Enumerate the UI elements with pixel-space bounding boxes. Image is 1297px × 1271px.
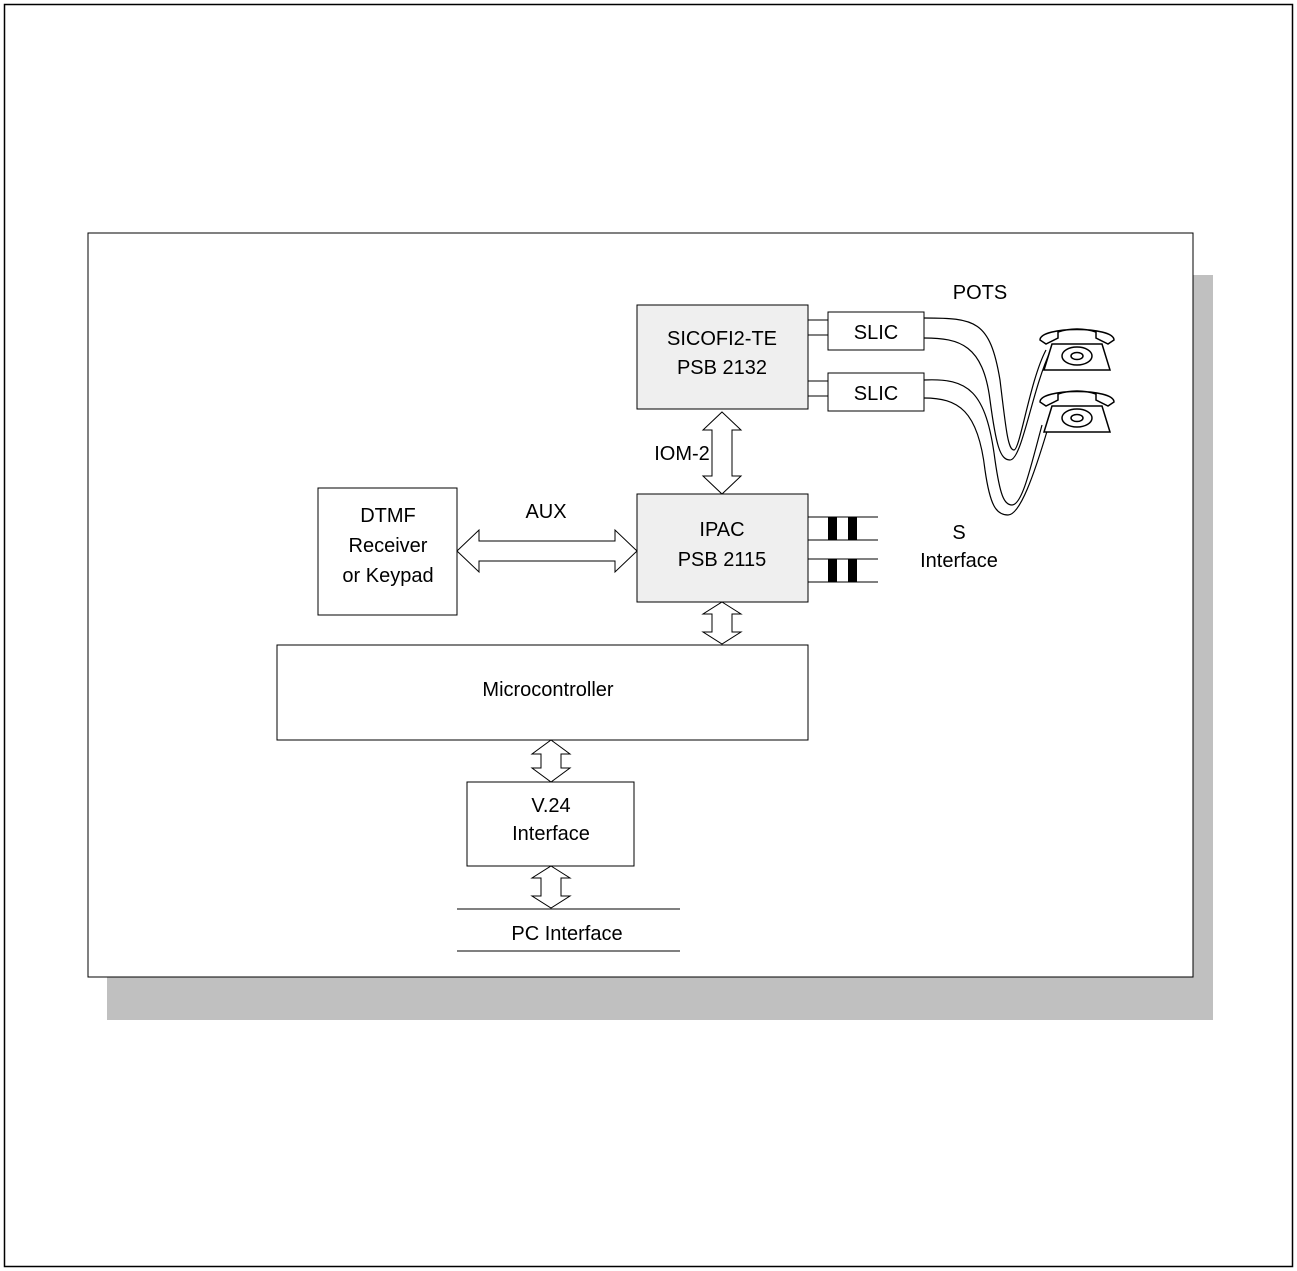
pc-interface-bus <box>457 908 680 952</box>
ipac-name: IPAC <box>699 519 744 541</box>
ipac-block: IPAC PSB 2115 <box>636 493 809 603</box>
telephone-icon <box>1039 328 1115 371</box>
slic-1-label: SLIC <box>854 322 898 344</box>
dtmf-line2: Receiver <box>349 535 428 557</box>
page-border <box>3 3 1294 1268</box>
microcontroller-label: Microcontroller <box>482 679 613 701</box>
pc-interface-label: PC Interface <box>511 923 622 945</box>
s-interface-connector-icon <box>808 558 878 583</box>
pots-label: POTS <box>953 282 1007 304</box>
slic-block-2: SLIC <box>827 372 925 412</box>
microcontroller-block: Microcontroller <box>276 644 809 741</box>
s-interface-label-line2: Interface <box>920 550 998 572</box>
aux-label: AUX <box>525 501 566 523</box>
slic-block-1: SLIC <box>827 311 925 351</box>
sicofi-block: SICOFI2-TE PSB 2132 <box>636 304 809 410</box>
iom2-label: IOM-2 <box>654 443 710 465</box>
v24-block: V.24 Interface <box>466 781 635 867</box>
s-interface-connector-icon <box>808 516 878 541</box>
ipac-part-number: PSB 2115 <box>678 549 767 571</box>
v24-pc-arrow <box>530 865 572 909</box>
s-interface-label-line1: S <box>952 522 965 544</box>
v24-line2: Interface <box>512 823 590 845</box>
sicofi-slic-connectors <box>808 319 828 397</box>
aux-bus-arrow <box>456 528 638 574</box>
dtmf-line3: or Keypad <box>342 565 433 587</box>
v24-line1: V.24 <box>531 795 570 817</box>
pots-wires <box>923 317 1051 516</box>
ipac-microcontroller-arrow <box>701 601 743 645</box>
telephone-icon <box>1039 390 1115 433</box>
slic-2-label: SLIC <box>854 383 898 405</box>
dtmf-line1: DTMF <box>360 505 416 527</box>
dtmf-block: DTMF Receiver or Keypad <box>317 487 458 616</box>
sicofi-name: SICOFI2-TE <box>667 328 777 350</box>
sicofi-part-number: PSB 2132 <box>677 357 767 379</box>
